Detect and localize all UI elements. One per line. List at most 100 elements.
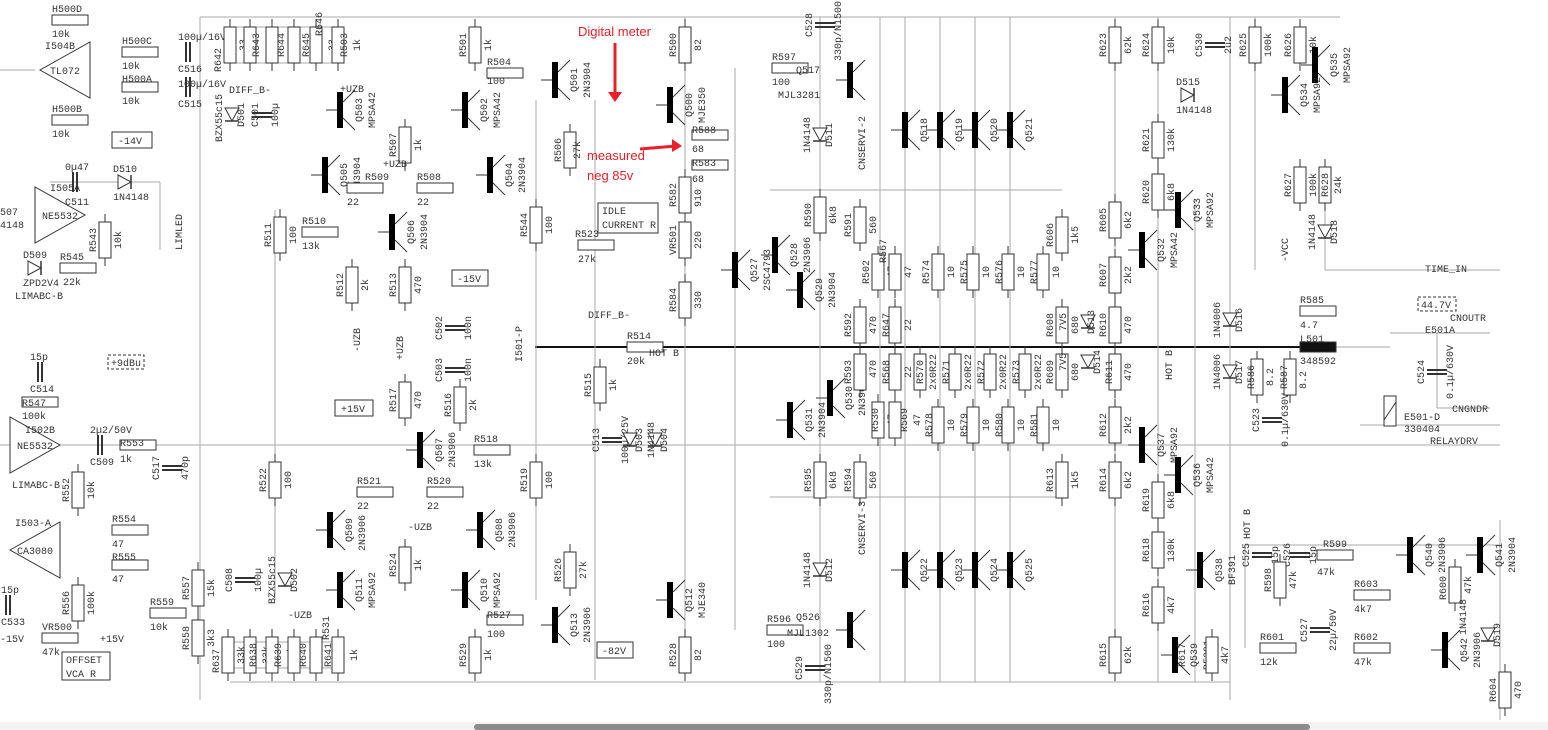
ref-label: D511 [825, 123, 836, 147]
scrollbar-thumb[interactable] [474, 724, 1310, 730]
net-label: 4148 [0, 221, 24, 232]
ref-label: R618 [1142, 538, 1153, 562]
value-label: 4k7 [1354, 604, 1372, 616]
ref-label: R520 [427, 477, 451, 488]
ref-label: R604 [1489, 678, 1500, 702]
ref-label: R616 [1142, 593, 1153, 617]
ref-label: C503 [435, 358, 446, 382]
value-label: 22 [357, 502, 369, 513]
ref-label: R592 [844, 313, 855, 337]
value-label: 62k [1123, 646, 1135, 664]
value-label: 47 [112, 540, 124, 551]
net-label: -15V [0, 635, 24, 646]
value-label: 4.7 [1300, 321, 1318, 332]
value-label: 10 [1052, 419, 1063, 431]
net-label: -UZB [408, 523, 432, 534]
net-label: I501-P [515, 326, 526, 362]
value-label: 10 [947, 266, 958, 278]
transistor-q521: Q521 [996, 109, 1036, 151]
ref-label: Q528 [790, 243, 801, 267]
value-label: 22 [904, 319, 915, 331]
value-label: 6k8 [828, 206, 840, 224]
ref-label: C530 [1195, 33, 1206, 57]
value-label: 13k [302, 241, 320, 253]
ref-label: C527 [1300, 618, 1311, 642]
value-label: 560 [869, 471, 880, 489]
value-label: 68 [692, 175, 704, 186]
value-label: 47k [1463, 576, 1475, 594]
ref-label: R619 [1142, 488, 1153, 512]
value-label: 100 [772, 78, 790, 89]
value-label: 2x0R22 [1034, 354, 1045, 390]
ref-label: Q542 [1460, 638, 1471, 662]
value-label: MPSA42 [1206, 457, 1217, 493]
ref-label: R625 [1239, 33, 1250, 57]
ref-label: R602 [1354, 633, 1378, 644]
ref-label: R569 [900, 408, 911, 432]
value-label: 470 [869, 316, 880, 334]
ref-label: C533 [1, 618, 25, 629]
value-label: 2k2 [1123, 416, 1135, 434]
ref-label: Q506 [407, 220, 418, 244]
value-label: 47k [1354, 657, 1372, 669]
ref-label: Q534 [1300, 83, 1311, 107]
ref-label: Q527 [750, 258, 761, 282]
ref-label: R583 [692, 159, 716, 170]
value-label: 100µ [271, 103, 282, 127]
ref-label: R599 [1323, 540, 1347, 551]
ref-label: Q513 [570, 613, 581, 637]
ref-label: D504 [660, 428, 671, 452]
ref-label: R607 [1099, 263, 1110, 287]
value-label: MPSA92 [493, 572, 504, 608]
value-label: 10 [1017, 266, 1028, 278]
ref-label: R647 [882, 313, 893, 337]
ref-label: C508 [225, 568, 236, 592]
value-label: 2k [360, 279, 372, 291]
ref-label: Q517 [796, 66, 820, 77]
ref-label: R521 [357, 477, 381, 488]
value-label: NE5532 [42, 212, 78, 223]
ref-label: R545 [60, 253, 84, 264]
ref-label: D502 [290, 568, 301, 592]
ref-label: R580 [995, 413, 1006, 437]
ref-label: C501 [251, 103, 262, 127]
ref-label: R507 [389, 133, 400, 157]
ref-label: R640 [299, 643, 310, 667]
ref-label: Q501 [570, 68, 581, 92]
value-label: 100 [545, 471, 556, 489]
ref-label: R608 [1046, 313, 1057, 337]
ref-label: H500A [122, 75, 152, 86]
ref-label: D517 [1235, 360, 1246, 384]
value-label: 6k2 [1123, 471, 1135, 489]
